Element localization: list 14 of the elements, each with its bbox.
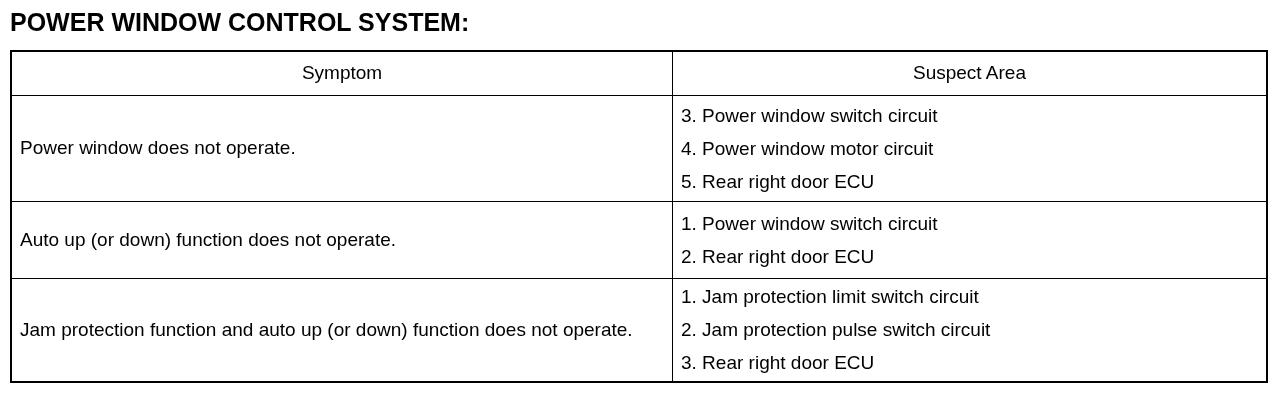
suspect-area-item: 5. Rear right door ECU [681,169,876,194]
suspect-area-item: 1. Power window switch circuit [681,211,939,236]
suspect-area-item: 2. Jam protection pulse switch circuit [681,318,992,343]
title: POWER WINDOW CONTROL SYSTEM: [10,8,470,37]
suspect-area-item: 3. Rear right door ECU [681,351,876,376]
symptom-text: Auto up (or down) function does not operate. [20,227,397,252]
suspect-area-item: 2. Rear right door ECU [681,244,876,269]
symptom-text: Power window does not operate. [20,136,296,160]
suspect-area-item: 1. Jam protection limit switch circuit [681,285,980,310]
suspect-area-item: 3. Power window switch circuit [681,103,939,128]
symptom-text: Jam protection function and auto up (or down) function does not operate. [20,317,633,342]
column-header: Symptom [301,62,383,84]
suspect-area-item: 4. Power window motor circuit [681,136,935,161]
column-header: Suspect Area [913,62,1026,84]
